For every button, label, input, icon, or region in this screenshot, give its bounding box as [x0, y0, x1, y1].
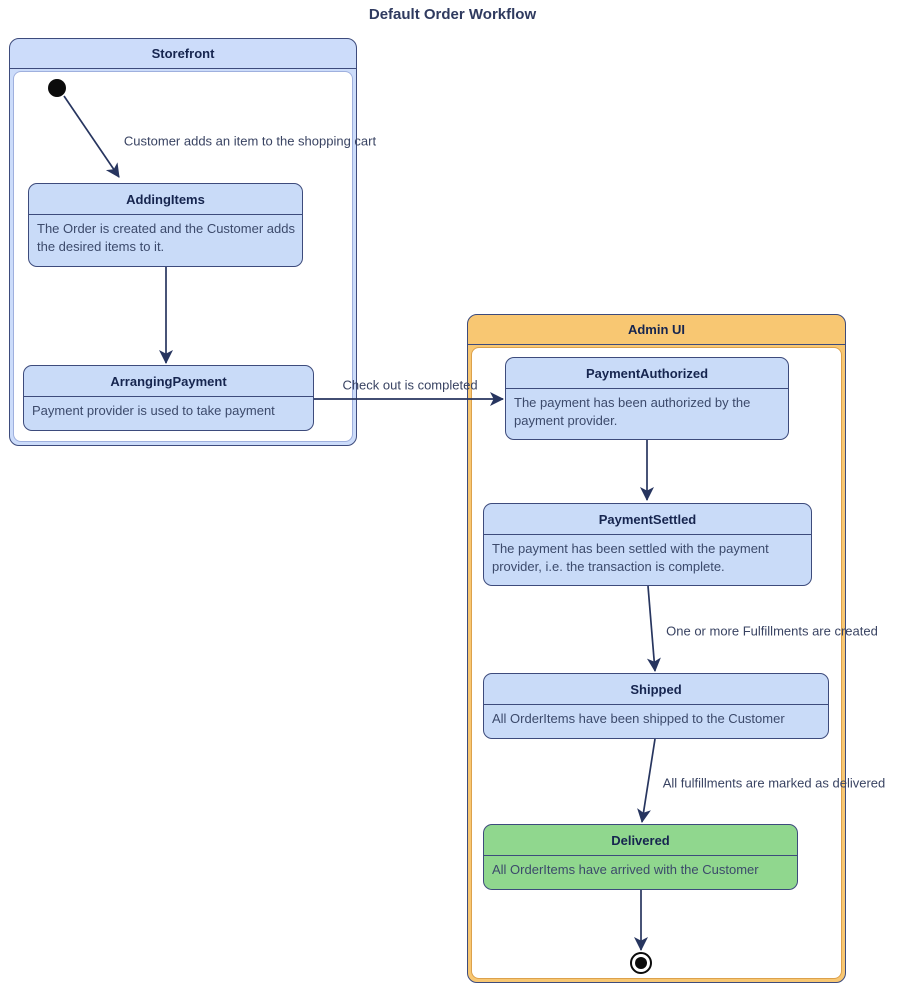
state-shipped: Shipped All OrderItems have been shipped…	[483, 673, 829, 739]
state-paymentauthorized-description: The payment has been authorized by the p…	[514, 395, 751, 428]
state-addingitems-title: AddingItems	[29, 184, 302, 215]
edge-label-fulfillments-created: One or more Fulfillments are created	[666, 623, 878, 639]
state-delivered-description: All OrderItems have arrived with the Cus…	[492, 862, 759, 877]
state-arrangingpayment: ArrangingPayment Payment provider is use…	[23, 365, 314, 431]
state-addingitems-description: The Order is created and the Customer ad…	[37, 221, 295, 254]
state-shipped-title: Shipped	[484, 674, 828, 705]
state-paymentauthorized-title: PaymentAuthorized	[506, 358, 788, 389]
state-delivered: Delivered All OrderItems have arrived wi…	[483, 824, 798, 890]
diagram-title: Default Order Workflow	[368, 6, 537, 23]
initial-state-node	[48, 79, 66, 97]
state-delivered-title: Delivered	[484, 825, 797, 856]
state-paymentsettled: PaymentSettled The payment has been sett…	[483, 503, 812, 586]
state-addingitems: AddingItems The Order is created and the…	[28, 183, 303, 267]
final-state-node-dot	[635, 957, 647, 969]
state-arrangingpayment-description: Payment provider is used to take payment	[32, 403, 275, 418]
state-arrangingpayment-title: ArrangingPayment	[24, 366, 313, 397]
edge-label-checkout-completed: Check out is completed	[342, 377, 478, 393]
state-paymentsettled-description: The payment has been settled with the pa…	[492, 541, 769, 574]
state-paymentsettled-title: PaymentSettled	[484, 504, 811, 535]
composite-state-admin-ui-title: Admin UI	[468, 315, 845, 345]
state-shipped-description: All OrderItems have been shipped to the …	[492, 711, 785, 726]
state-paymentauthorized: PaymentAuthorized The payment has been a…	[505, 357, 789, 440]
final-state-node	[630, 952, 652, 974]
composite-state-storefront-title: Storefront	[10, 39, 356, 69]
edge-label-fulfillments-delivered: All fulfillments are marked as delivered	[662, 775, 886, 791]
edge-label-customer-adds-item: Customer adds an item to the shopping ca…	[123, 133, 377, 149]
